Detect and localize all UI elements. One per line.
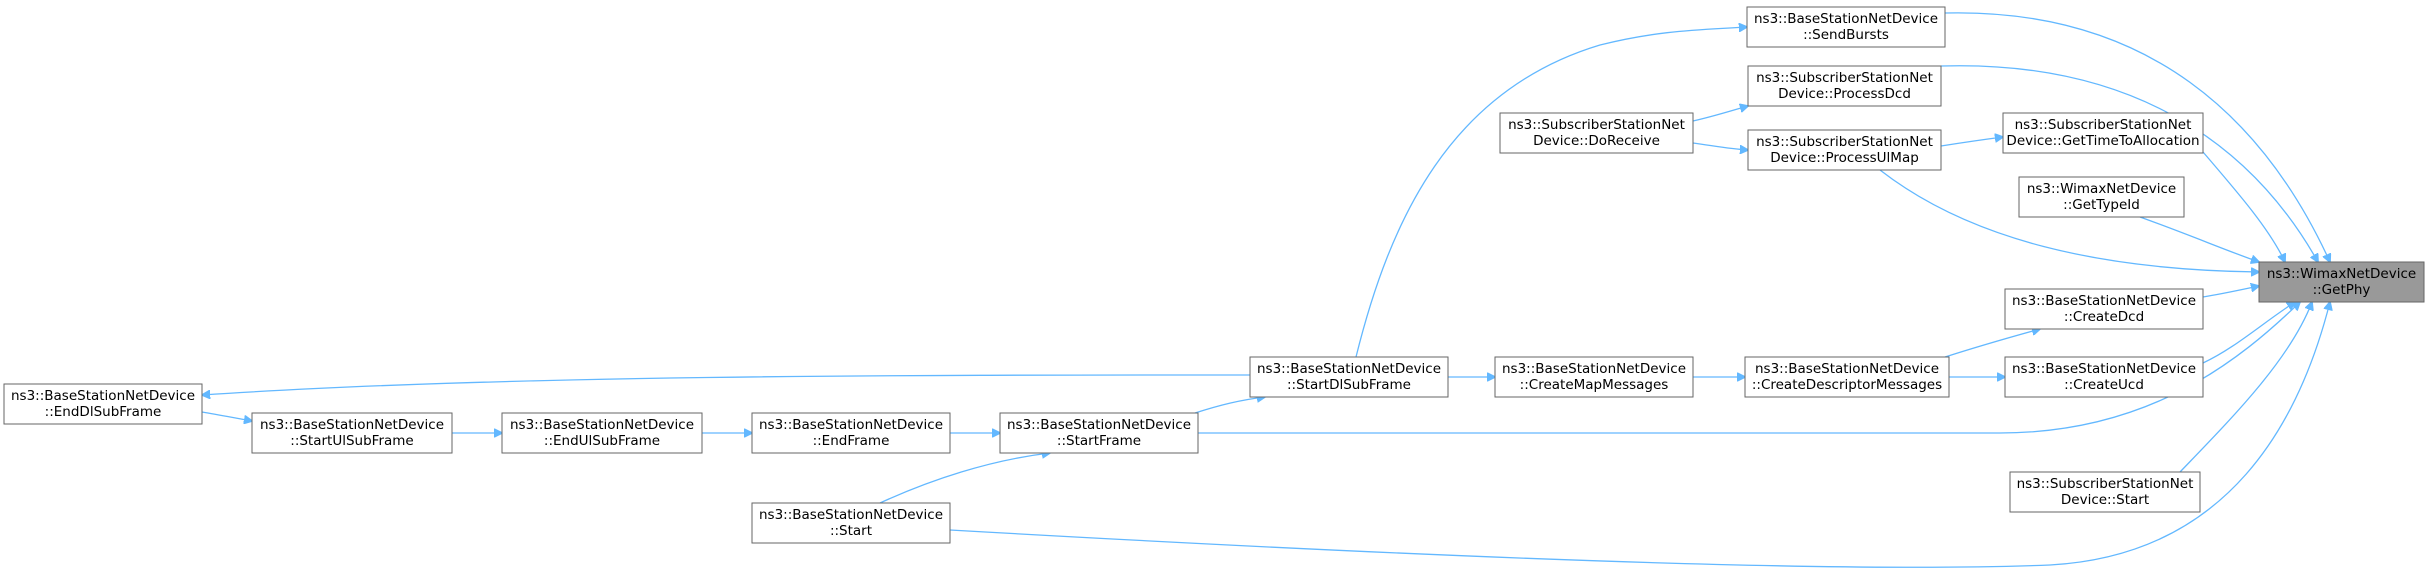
node-label-line: ::CreateUcd — [2064, 377, 2144, 393]
node-label-line: ::SendBursts — [1803, 27, 1889, 43]
node-label-line: ns3::SubscriberStationNet — [1756, 134, 1933, 150]
nodes-layer: ns3::WimaxNetDevice::GetPhyns3::BaseStat… — [3, 6, 2425, 544]
node-label-line: ns3::WimaxNetDevice — [2267, 266, 2416, 282]
node-label-line: ::GetPhy — [2313, 282, 2371, 298]
edge-ss-processulmap-to-getphy — [1879, 169, 2259, 272]
edge-bs-startdlsubframe-to-bs-enddlsubframe — [202, 374, 1251, 395]
node-box — [2004, 288, 2204, 330]
edge-bs-startframe-to-bs-startdlsubframe — [1194, 397, 1265, 414]
node-label-line: ns3::SubscriberStationNet — [1508, 117, 1685, 133]
edge-ss-gettimetoallocation-to-getphy — [2202, 151, 2285, 262]
node-ss-processdcd[interactable]: ns3::SubscriberStationNetDevice::Process… — [1747, 65, 1942, 107]
node-label-line: ns3::SubscriberStationNet — [2017, 476, 2194, 492]
node-label-line: ns3::BaseStationNetDevice — [759, 417, 943, 433]
node-bs-enddlsubframe[interactable]: ns3::BaseStationNetDevice::EndDlSubFrame — [3, 383, 203, 425]
node-wimax-gettypeid[interactable]: ns3::WimaxNetDevice::GetTypeId — [2018, 176, 2185, 218]
node-box — [2004, 356, 2204, 398]
node-label-line: ns3::BaseStationNetDevice — [1754, 11, 1938, 27]
node-box — [1747, 129, 1942, 171]
edge-bs-start-to-bs-startframe — [879, 453, 1050, 504]
node-label-line: ns3::BaseStationNetDevice — [260, 417, 444, 433]
node-box — [1744, 356, 1950, 398]
node-bs-createmapmessages[interactable]: ns3::BaseStationNetDevice::CreateMapMess… — [1494, 356, 1694, 398]
edge-bs-startframe-to-getphy — [1198, 302, 2300, 434]
node-label-line: ns3::SubscriberStationNet — [2015, 117, 2192, 133]
node-bs-createucd[interactable]: ns3::BaseStationNetDevice::CreateUcd — [2004, 356, 2204, 398]
node-box — [999, 412, 1199, 454]
node-label-line: ::Start — [830, 523, 872, 539]
node-label-line: ns3::BaseStationNetDevice — [1257, 361, 1441, 377]
node-bs-startframe[interactable]: ns3::BaseStationNetDevice::StartFrame — [999, 412, 1199, 454]
node-box — [751, 412, 951, 454]
node-label-line: Device::ProcessUlMap — [1770, 150, 1919, 166]
node-bs-startdlsubframe[interactable]: ns3::BaseStationNetDevice::StartDlSubFra… — [1249, 356, 1449, 398]
node-label-line: Device::Start — [2061, 492, 2149, 508]
node-box — [2002, 112, 2204, 154]
node-label-line: ns3::BaseStationNetDevice — [759, 507, 943, 523]
node-box — [2258, 261, 2425, 303]
node-label-line: ::StartUlSubFrame — [290, 433, 413, 449]
edge-bs-startdlsubframe-to-sendbursts — [1355, 27, 1747, 358]
edge-bs-start-to-getphy — [949, 302, 2330, 568]
node-label-line: ::CreateDescriptorMessages — [1752, 377, 1942, 393]
node-label-line: ns3::BaseStationNetDevice — [510, 417, 694, 433]
edge-ss-doreceive-to-ss-processdcd — [1692, 106, 1748, 122]
node-label-line: ::EndUlSubFrame — [544, 433, 660, 449]
node-label-line: ns3::BaseStationNetDevice — [1755, 361, 1939, 377]
node-label-line: Device::ProcessDcd — [1778, 86, 1911, 102]
node-box — [2018, 176, 2185, 218]
edge-bs-createdescriptormessages-to-bs-createdcd — [1944, 329, 2040, 358]
node-label-line: ns3::BaseStationNetDevice — [1007, 417, 1191, 433]
node-label-line: ns3::BaseStationNetDevice — [2012, 361, 2196, 377]
edge-ss-processulmap-to-ss-gettimetoallocation — [1940, 137, 2003, 147]
node-bs-endulsubframe[interactable]: ns3::BaseStationNetDevice::EndUlSubFrame — [501, 412, 703, 454]
edges-layer — [201, 12, 2330, 568]
node-label-line: Device::DoReceive — [1533, 133, 1660, 149]
edge-wimax-gettypeid-to-getphy — [2139, 216, 2259, 262]
node-box — [1499, 112, 1694, 154]
node-ss-gettimetoallocation[interactable]: ns3::SubscriberStationNetDevice::GetTime… — [2002, 112, 2204, 154]
node-sendbursts[interactable]: ns3::BaseStationNetDevice::SendBursts — [1746, 6, 1946, 48]
node-label-line: ns3::BaseStationNetDevice — [2012, 293, 2196, 309]
node-box — [3, 383, 203, 425]
node-label-line: Device::GetTimeToAllocation — [2006, 133, 2199, 149]
node-box — [1249, 356, 1449, 398]
edge-ss-start-to-getphy — [2179, 302, 2312, 473]
node-box — [1494, 356, 1694, 398]
node-ss-doreceive[interactable]: ns3::SubscriberStationNetDevice::DoRecei… — [1499, 112, 1694, 154]
node-label-line: ::CreateDcd — [2064, 309, 2144, 325]
node-box — [751, 502, 951, 544]
edge-bs-createucd-to-getphy — [2202, 302, 2295, 364]
node-box — [1747, 65, 1942, 107]
edge-bs-createdcd-to-getphy — [2202, 286, 2259, 298]
node-box — [1746, 6, 1946, 48]
node-label-line: ::GetTypeId — [2063, 197, 2140, 213]
node-label-line: ::StartDlSubFrame — [1287, 377, 1411, 393]
edge-ss-doreceive-to-ss-processulmap — [1692, 142, 1748, 150]
node-box — [501, 412, 703, 454]
node-label-line: ns3::BaseStationNetDevice — [1502, 361, 1686, 377]
node-label-line: ::EndDlSubFrame — [45, 404, 162, 420]
node-box — [251, 412, 453, 454]
node-label-line: ::StartFrame — [1057, 433, 1141, 449]
node-getphy[interactable]: ns3::WimaxNetDevice::GetPhy — [2258, 261, 2425, 303]
node-ss-processulmap[interactable]: ns3::SubscriberStationNetDevice::Process… — [1747, 129, 1942, 171]
node-label-line: ns3::WimaxNetDevice — [2027, 181, 2176, 197]
node-label-line: ns3::SubscriberStationNet — [1756, 70, 1933, 86]
node-bs-createdcd[interactable]: ns3::BaseStationNetDevice::CreateDcd — [2004, 288, 2204, 330]
node-box — [2009, 471, 2201, 513]
node-bs-createdescriptormessages[interactable]: ns3::BaseStationNetDevice::CreateDescrip… — [1744, 356, 1950, 398]
node-label-line: ::CreateMapMessages — [1520, 377, 1669, 393]
node-bs-start[interactable]: ns3::BaseStationNetDevice::Start — [751, 502, 951, 544]
node-label-line: ns3::BaseStationNetDevice — [11, 388, 195, 404]
node-label-line: ::EndFrame — [813, 433, 890, 449]
edge-bs-enddlsubframe-to-bs-startulsubframe — [201, 411, 252, 421]
node-bs-startulsubframe[interactable]: ns3::BaseStationNetDevice::StartUlSubFra… — [251, 412, 453, 454]
edge-sendbursts-to-getphy — [1944, 12, 2330, 262]
node-bs-endframe[interactable]: ns3::BaseStationNetDevice::EndFrame — [751, 412, 951, 454]
